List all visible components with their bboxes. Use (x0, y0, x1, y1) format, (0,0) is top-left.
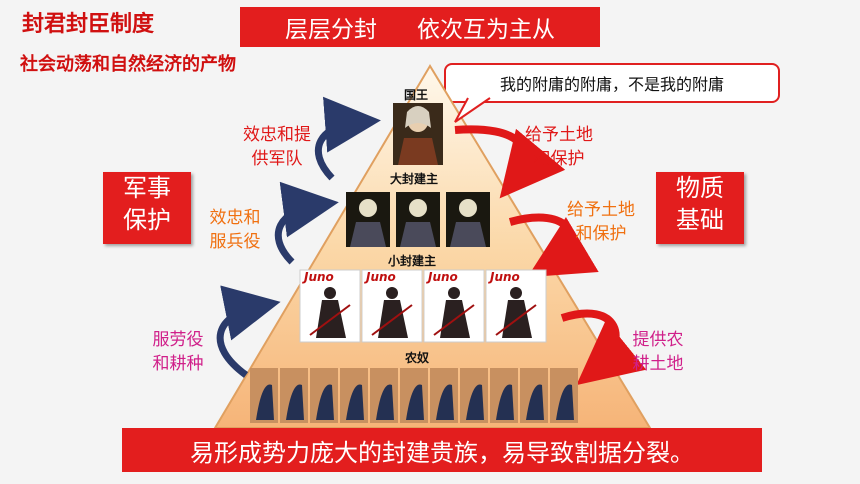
left-label-3-line-1: 服劳役 (152, 330, 204, 350)
king-portrait (393, 103, 443, 165)
right-label-1-line-2: 和保护 (533, 149, 585, 169)
arrow-right-1 (454, 125, 566, 199)
poster-label-1: Juno (304, 270, 334, 284)
right-label-2: 给予土地 和保护 (556, 198, 646, 246)
tier-label-king: 国王 (404, 88, 429, 102)
military-box-line-1: 军事 (123, 174, 171, 202)
right-label-3-line-1: 提供农 (632, 330, 684, 350)
banner-left-text: 层层分封 (285, 17, 377, 43)
page-subtitle: 社会动荡和自然经济的产物 (20, 54, 236, 75)
banner-right-text: 依次互为主从 (417, 17, 555, 43)
left-label-1-line-2: 供军队 (251, 149, 303, 169)
left-label-1-line-1: 效忠和提 (243, 125, 311, 145)
bottom-banner: 易形成势力庞大的封建贵族，易导致割据分裂。 (122, 428, 762, 472)
right-label-2-line-2: 和保护 (575, 224, 627, 244)
left-label-3: 服劳役 和耕种 (140, 328, 216, 376)
arrow-left-2 (274, 181, 339, 265)
speech-bubble: 我的附庸的附庸，不是我的附庸 (444, 63, 780, 103)
military-protection-box: 军事 保护 (103, 172, 191, 244)
great-lord-portraits (346, 192, 490, 247)
right-label-1-line-1: 给予土地 (525, 125, 593, 145)
material-box-line-2: 基础 (676, 206, 724, 234)
tier-label-lesser-lord: 小封建主 (388, 254, 437, 268)
right-label-1: 给予土地 和保护 (514, 123, 604, 171)
bubble-pointer (454, 97, 491, 123)
right-label-3-line-2: 耕土地 (632, 354, 684, 374)
arrow-right-3 (560, 309, 647, 386)
material-box-line-1: 物质 (676, 174, 724, 202)
left-label-3-line-2: 和耕种 (152, 354, 204, 374)
lesser-lord-posters (299, 269, 547, 343)
military-box-line-2: 保护 (123, 206, 171, 234)
arrow-right-2 (508, 213, 599, 278)
top-banner: 层层分封 依次互为主从 (240, 7, 600, 47)
tier-label-serf: 农奴 (405, 351, 430, 365)
right-label-3: 提供农 耕土地 (620, 328, 696, 376)
left-label-1: 效忠和提 供军队 (232, 123, 322, 171)
left-label-2-line-2: 服兵役 (209, 232, 261, 252)
tier-label-great-lord: 大封建主 (390, 172, 439, 186)
left-label-2: 效忠和 服兵役 (196, 206, 274, 254)
serf-pictures (250, 368, 578, 423)
material-basis-box: 物质 基础 (656, 172, 744, 244)
right-label-2-line-1: 给予土地 (567, 200, 635, 220)
poster-label-2: Juno (366, 270, 396, 284)
page-title: 封君封臣制度 (22, 12, 155, 37)
left-label-2-line-1: 效忠和 (209, 208, 261, 228)
poster-label-3: Juno (428, 270, 458, 284)
poster-label-4: Juno (490, 270, 520, 284)
arrow-left-1 (314, 96, 381, 181)
arrow-left-3 (216, 285, 281, 378)
